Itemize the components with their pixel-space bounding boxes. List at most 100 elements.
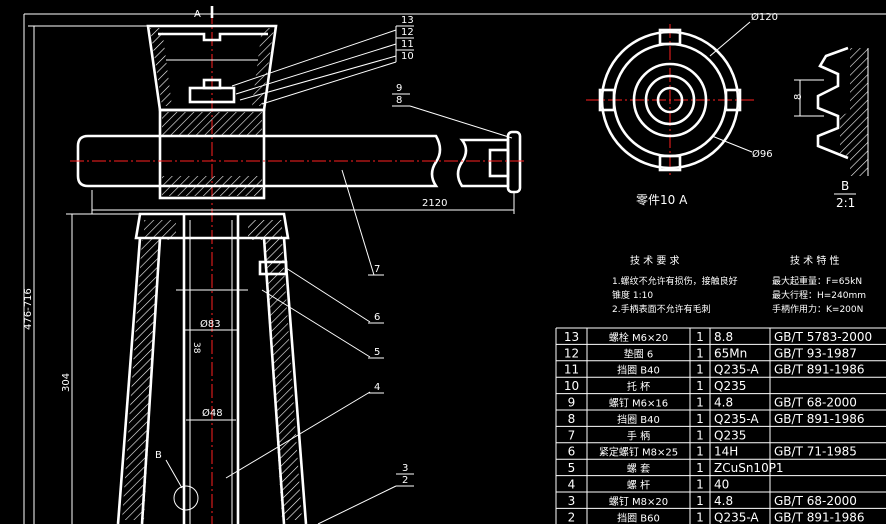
- table-cell-no: 6: [568, 445, 576, 459]
- table-cell-mat: 4.8: [714, 494, 733, 508]
- table-cell-mat: 65Mn: [714, 346, 747, 360]
- cup-hatch-left: [150, 28, 172, 106]
- dim-bore-upper: Ø83: [200, 318, 221, 330]
- table-cell-mat: Q235: [714, 428, 746, 442]
- table-cell-name: 螺 杆: [627, 480, 650, 492]
- table-cell-mat: 8.8: [714, 330, 733, 344]
- table-cell-name: 挡圈 B40: [617, 413, 660, 426]
- table-cell-qty: 1: [696, 445, 704, 459]
- body-hatch-right: [264, 240, 302, 520]
- table-cell-name: 垫圈 6: [624, 347, 654, 360]
- part10-outer-circle: [600, 30, 740, 170]
- jack-assembly-view: 2120 Ø83 38 Ø48 B A 476-: [23, 6, 524, 524]
- part10-inner-circle: [644, 74, 696, 126]
- table-cell-no: 9: [568, 396, 576, 410]
- balloon-12: 12: [401, 27, 414, 38]
- tech-specs: 技 术 特 性 最大起重量：F=65kN 最大行程：H=240mm 手柄作用力：…: [772, 254, 866, 315]
- cup-hatch-right: [252, 28, 274, 106]
- dim-pitch: 8: [793, 94, 804, 100]
- table-cell-name: 螺钉 M8×20: [609, 496, 668, 508]
- part10-notch-top: [658, 28, 682, 46]
- section-b-scale: 2:1: [836, 196, 855, 210]
- table-cell-qty: 1: [696, 330, 704, 344]
- table-cell-std: GB/T 68-2000: [774, 494, 857, 508]
- leader-13: [231, 29, 397, 87]
- body-flange-hatch-right: [248, 220, 282, 240]
- table-cell-mat: ZCuSn10P1: [714, 461, 784, 475]
- table-cell-name: 手 柄: [627, 429, 650, 442]
- table-cell-std: GB/T 891-1986: [774, 363, 865, 377]
- dim-bore-note: 38: [191, 342, 201, 354]
- table-cell-no: 13: [564, 330, 579, 344]
- tech-spec-line-2: 最大行程：H=240mm: [772, 289, 866, 301]
- dim-96-leader: [711, 135, 753, 153]
- table-cell-mat: 4.8: [714, 396, 733, 410]
- handle-end: [456, 138, 510, 188]
- thread-hatch: [840, 48, 868, 176]
- body-top-flange: [134, 212, 290, 240]
- table-cell-mat: Q235-A: [714, 412, 759, 426]
- body-hatch-left: [122, 240, 160, 520]
- leader-12: [235, 43, 397, 95]
- table-cell-std: GB/T 891-1986: [774, 510, 865, 524]
- table-cell-qty: 1: [696, 428, 704, 442]
- table-cell-qty: 1: [696, 478, 704, 492]
- part10-notch-right: [724, 88, 742, 112]
- dim-inner-dia: Ø96: [752, 148, 773, 160]
- dim-bore-lower: Ø48: [202, 407, 223, 419]
- tech-req-title: 技 术 要 求: [630, 254, 680, 267]
- dim-lower-height: 304: [61, 373, 72, 392]
- table-cell-name: 紧定螺钉 M8×25: [599, 446, 678, 459]
- table-cell-no: 5: [568, 461, 576, 475]
- table-cell-name: 螺 套: [627, 462, 650, 475]
- tech-req-line-3: 2.手柄表面不允许有毛刺: [612, 303, 711, 315]
- tech-req-line-2: 锥度 1:10: [612, 289, 653, 301]
- tech-requirements: 技 术 要 求 1.螺纹不允许有损伤，接触良好 锥度 1:10 2.手柄表面不允…: [612, 254, 738, 315]
- balloon-6: 6: [374, 312, 380, 323]
- balloon-10: 10: [401, 51, 414, 62]
- cup-inner-top: [158, 32, 268, 42]
- tech-spec-title: 技 术 特 性: [790, 254, 840, 267]
- leader-5: [261, 289, 371, 358]
- section-b-label: B: [841, 179, 849, 193]
- table-cell-std: GB/T 93-1987: [774, 346, 857, 360]
- table-cell-no: 11: [564, 363, 579, 377]
- table-cell-std: GB/T 71-1985: [774, 445, 857, 459]
- body-outer-right: [282, 237, 308, 524]
- table-cell-std: GB/T 68-2000: [774, 396, 857, 410]
- detail-b-leader: [165, 459, 183, 489]
- table-cell-std: GB/T 891-1986: [774, 412, 865, 426]
- table-cell-mat: Q235-A: [714, 510, 759, 524]
- table-cell-mat: Q235-A: [714, 363, 759, 377]
- table-cell-std: GB/T 5783-2000: [774, 330, 872, 344]
- detail-b-marker: B: [155, 450, 162, 461]
- table-cell-qty: 1: [696, 379, 704, 393]
- handle-end-ring: [506, 130, 522, 194]
- balloon-3: 3: [402, 463, 408, 474]
- table-cell-qty: 1: [696, 363, 704, 377]
- leader-4: [225, 391, 371, 479]
- part10-top-view: Ø120 Ø96 零件10 A: [586, 11, 778, 207]
- table-cell-qty: 1: [696, 494, 704, 508]
- part10-label: 零件10 A: [636, 193, 688, 207]
- tech-req-line-1: 1.螺纹不允许有损伤，接触良好: [612, 275, 738, 287]
- balloon-9: 9: [396, 83, 402, 94]
- table-cell-no: 3: [568, 494, 576, 508]
- section-b-view: 8 B 2:1: [793, 46, 869, 210]
- table-cell-mat: 40: [714, 478, 729, 492]
- table-cell-name: 螺钉 M6×16: [609, 398, 668, 410]
- handle-end-screw: [488, 148, 510, 178]
- table-cell-qty: 1: [696, 461, 704, 475]
- leader-11: [239, 55, 397, 101]
- table-cell-no: 12: [564, 346, 579, 360]
- screw-head-hatch-top: [162, 112, 262, 136]
- leader-9-8: [409, 105, 513, 139]
- tech-spec-line-1: 最大起重量：F=65kN: [772, 275, 862, 287]
- part-balloons: 13 12 11 10 9 8 7 6 5 4 3 2: [225, 15, 513, 524]
- table-cell-qty: 1: [696, 396, 704, 410]
- table-cell-name: 托 杯: [627, 380, 650, 393]
- table-cell-mat: Q235: [714, 379, 746, 393]
- table-cell-qty: 1: [696, 510, 704, 524]
- body-outer-left: [116, 237, 142, 524]
